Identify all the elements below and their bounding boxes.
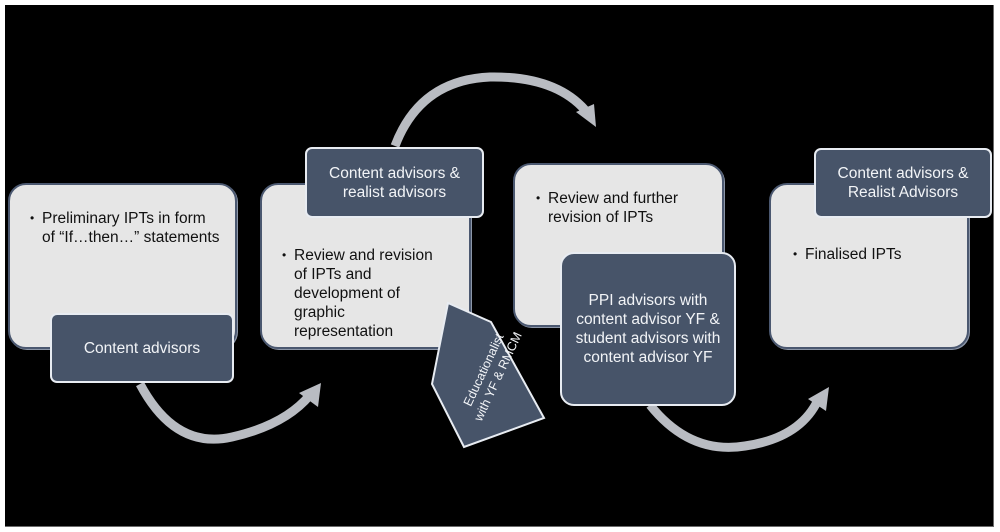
- step-4-label: Finalised IPTs: [805, 246, 902, 263]
- bullet-icon: •: [30, 211, 35, 225]
- step-2-label: Review and revision of IPTs and developm…: [294, 247, 433, 340]
- step-4-role-label: Content advisors & Realist Advisors: [837, 165, 969, 201]
- step-1-role: Content advisors: [50, 313, 234, 383]
- step-2-text: • Review and revision of IPTs and develop…: [282, 246, 444, 341]
- step-2-tag-label-wrapper: Educationalistwith YF & RMCM: [457, 323, 525, 424]
- step-4-role: Content advisors & Realist Advisors: [814, 148, 992, 218]
- step-4-text: • Finalised IPTs: [793, 245, 965, 264]
- step-3-role-label: PPI advisors with content advisor YF & s…: [575, 292, 721, 366]
- bullet-icon: •: [793, 247, 798, 261]
- arrowhead-icon: [576, 104, 596, 127]
- curved-arrow-icon: [136, 381, 314, 444]
- step-3-text: • Review and further revision of IPTs: [536, 189, 723, 227]
- bullet-icon: •: [282, 248, 287, 262]
- curved-arrow-icon: [646, 397, 823, 452]
- arrowhead-icon: [808, 387, 829, 411]
- tag-shape: [430, 301, 546, 449]
- bullet-icon: •: [536, 191, 541, 205]
- step-2-tag: [430, 301, 546, 449]
- curved-arrow-icon: [390, 72, 589, 148]
- step-3-role: PPI advisors with content advisor YF & s…: [560, 252, 736, 406]
- step-1-role-label: Content advisors: [83, 339, 201, 357]
- step-2-role-label: Content advisors & realist advisors: [329, 164, 460, 201]
- step-3-label: Review and further revision of IPTs: [548, 190, 679, 226]
- step-1-label: Preliminary IPTs in form of “If…then…” s…: [42, 210, 220, 246]
- step-2-role: Content advisors & realist advisors: [305, 147, 484, 218]
- step-2-tag-label: Educationalistwith YF & RMCM: [457, 323, 525, 424]
- step-1-text: • Preliminary IPTs in form of “If…then…” …: [30, 209, 222, 247]
- arrowhead-icon: [299, 383, 321, 407]
